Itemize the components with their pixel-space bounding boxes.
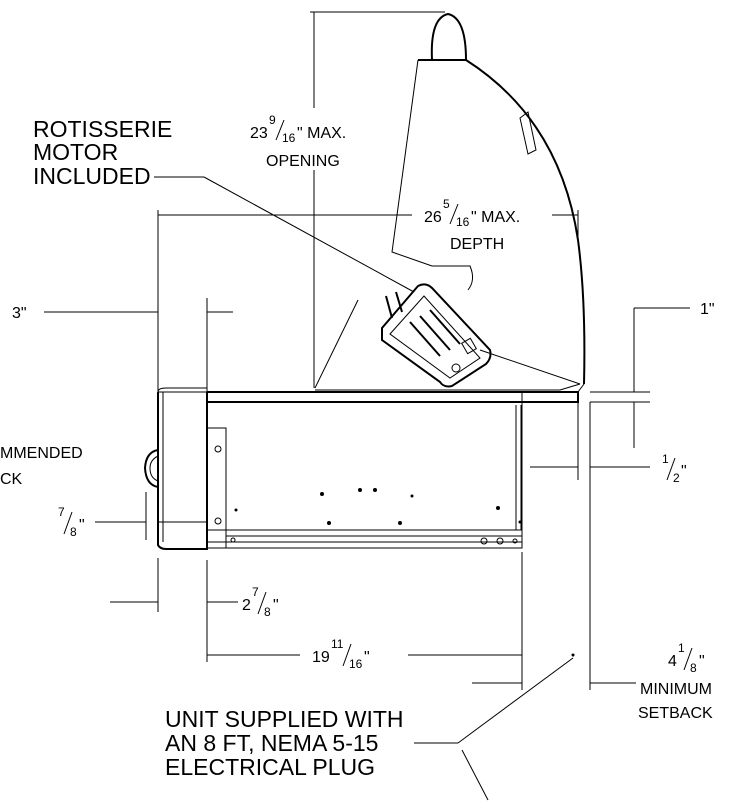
dim-setback-line2: MINIMUM xyxy=(640,681,712,698)
motor-callout-line3: INCLUDED xyxy=(33,163,151,189)
dim-half-num: 1 xyxy=(662,452,669,466)
dim-half-den: 2 xyxy=(673,471,680,485)
leader-lines xyxy=(154,176,575,801)
dim-278-suffix: " xyxy=(273,597,279,614)
rotisserie-motor-illustration xyxy=(381,283,492,388)
recommended-setback-line2: CK xyxy=(0,471,23,488)
dim-three-inch: 3" xyxy=(12,305,27,322)
dim-opening-den: 16 xyxy=(282,131,296,145)
dim-half-inch: 1 2 " xyxy=(662,452,687,485)
dim-depth-num: 5 xyxy=(443,197,450,211)
dim-minimum-setback: 4 1 8 " MINIMUM SETBACK xyxy=(638,641,713,722)
dim-19-whole: 19 xyxy=(312,649,330,666)
dim-max-depth: 26 5 16 " MAX. DEPTH xyxy=(424,197,520,253)
motor-callout: ROTISSERIE MOTOR INCLUDED xyxy=(33,116,172,189)
plug-callout-line3: ELECTRICAL PLUG xyxy=(165,754,375,780)
dim-seven-eighths-den: 8 xyxy=(70,525,77,539)
dim-half-suffix: " xyxy=(681,463,687,480)
dim-one-inch: 1" xyxy=(700,301,715,318)
dim-nineteen-eleven-sixteenths: 19 11 16 " xyxy=(312,637,370,671)
dim-seven-eighths-num: 7 xyxy=(58,505,65,519)
dim-setback-whole: 4 xyxy=(668,653,677,670)
dim-depth-suffix: " MAX. xyxy=(471,209,520,226)
dim-depth-den: 16 xyxy=(456,215,470,229)
dim-278-whole: 2 xyxy=(242,597,251,614)
dim-setback-num: 1 xyxy=(678,641,685,655)
dim-seven-eighths-suffix: " xyxy=(79,517,85,534)
dim-19-den: 16 xyxy=(349,657,363,671)
dim-opening-whole: 23 xyxy=(250,125,268,142)
dim-seven-eighths: 7 8 " xyxy=(58,505,85,539)
dim-depth-whole: 26 xyxy=(424,209,442,226)
dim-setback-suffix: " xyxy=(699,653,705,670)
dim-opening-num: 9 xyxy=(269,113,276,127)
dim-278-num: 7 xyxy=(252,585,259,599)
plug-callout-line2: AN 8 FT, NEMA 5-15 xyxy=(165,730,378,756)
dim-278-den: 8 xyxy=(264,605,271,619)
dim-19-suffix: " xyxy=(364,649,370,666)
grill-lid xyxy=(314,12,586,389)
plug-callout: UNIT SUPPLIED WITH AN 8 FT, NEMA 5-15 EL… xyxy=(165,706,404,780)
dim-depth-label: DEPTH xyxy=(450,236,504,253)
dim-setback-line3: SETBACK xyxy=(638,705,713,722)
dim-19-num: 11 xyxy=(331,637,344,651)
motor-callout-line1: ROTISSERIE xyxy=(33,116,172,142)
dim-setback-den: 8 xyxy=(690,661,697,675)
dimension-lines xyxy=(44,11,690,690)
plug-callout-line1: UNIT SUPPLIED WITH xyxy=(165,706,404,732)
dim-opening-label: OPENING xyxy=(266,153,340,170)
dim-opening-suffix: " MAX. xyxy=(297,125,346,142)
dim-two-seven-eighths: 2 7 8 " xyxy=(242,585,279,619)
dim-max-opening: 23 9 16 " MAX. OPENING xyxy=(250,113,346,170)
motor-callout-line2: MOTOR xyxy=(33,139,118,165)
grill-body xyxy=(143,383,585,550)
recommended-setback-line1: MMENDED xyxy=(0,445,83,462)
